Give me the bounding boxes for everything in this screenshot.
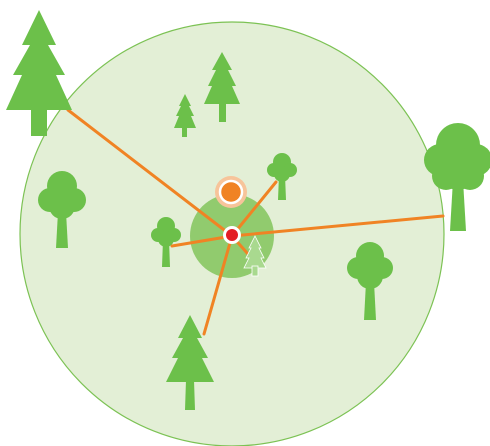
location-marker-icon[interactable] bbox=[223, 226, 241, 244]
target-marker-icon[interactable] bbox=[215, 176, 247, 208]
